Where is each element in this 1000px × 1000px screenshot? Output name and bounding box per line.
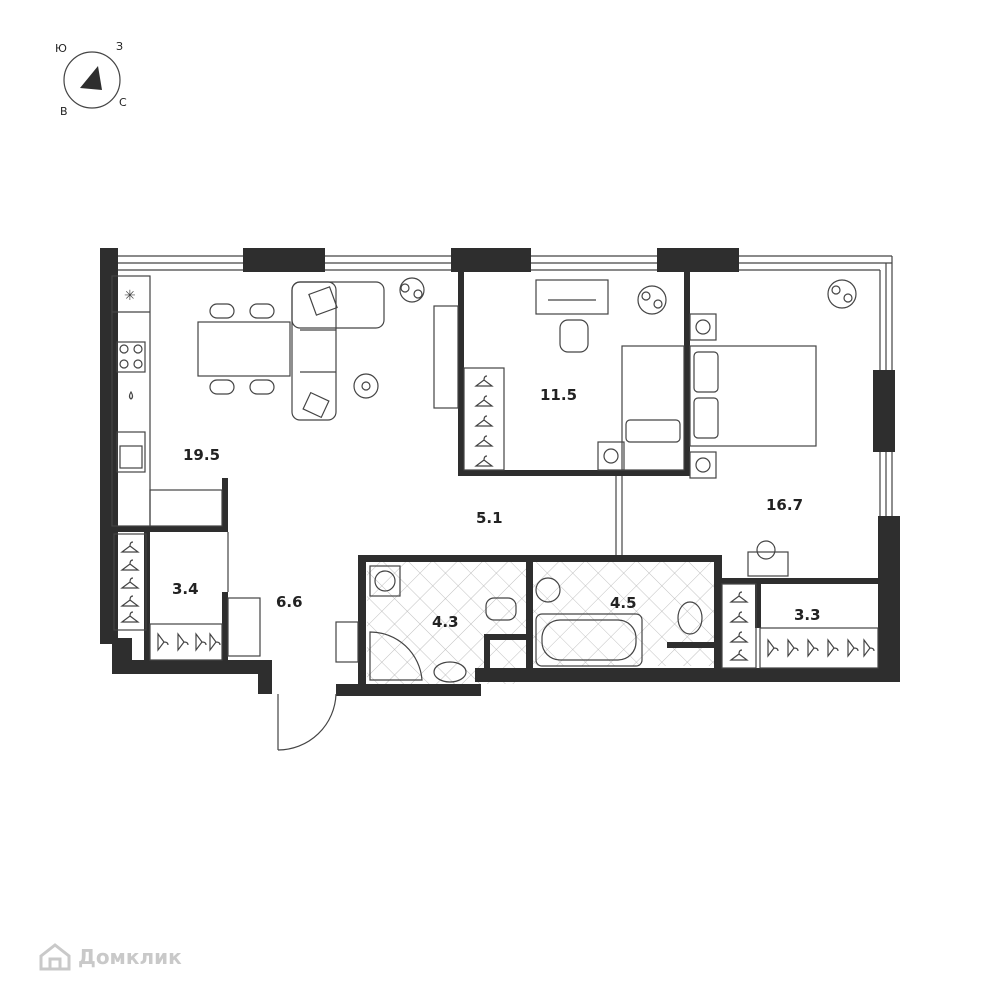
room-area-bathroom-left: 4.3 xyxy=(432,613,459,631)
compass-south: Ю xyxy=(55,42,67,55)
hanger-icon xyxy=(157,632,169,652)
hanger-icon xyxy=(474,455,494,467)
compass-east: В xyxy=(60,105,68,118)
room-area-bedroom-small: 11.5 xyxy=(540,386,577,404)
room-area-bedroom-master: 16.7 xyxy=(766,496,803,514)
bathroom-left-floor xyxy=(367,562,527,684)
dining-table xyxy=(197,303,291,395)
watermark: Домклик xyxy=(38,942,182,972)
bedroom-master-furniture xyxy=(689,313,817,577)
hanger-icon xyxy=(195,632,207,652)
hanger-icon xyxy=(863,638,875,658)
hanger-icon xyxy=(729,649,749,661)
room-area-closet-left: 3.4 xyxy=(172,580,199,598)
watermark-text: Домклик xyxy=(78,945,182,969)
hanger-icon xyxy=(847,638,859,658)
hanger-icon xyxy=(120,577,140,589)
compass-arrow-icon xyxy=(80,66,102,90)
room-area-hall: 6.6 xyxy=(276,593,303,611)
compass: Ю З С В xyxy=(55,40,127,118)
partitions xyxy=(227,476,623,592)
water-drop-icon xyxy=(128,390,134,400)
tv-stand xyxy=(433,305,459,409)
hanger-icon xyxy=(729,631,749,643)
compass-north: С xyxy=(119,96,127,109)
hanger-icon xyxy=(474,415,494,427)
closet-left-shelves xyxy=(113,533,223,661)
hall-furniture xyxy=(227,597,359,663)
hanger-icon xyxy=(474,395,494,407)
bedroom-small-furniture xyxy=(463,279,685,471)
house-logo-icon xyxy=(39,943,71,971)
hanger-icon xyxy=(807,638,819,658)
kitchen-counter: ✳ xyxy=(111,275,223,527)
hanger-icon xyxy=(729,591,749,603)
hanger-icon xyxy=(120,611,140,623)
room-area-living-kitchen: 19.5 xyxy=(183,446,220,464)
hanger-icon xyxy=(177,632,189,652)
sofa xyxy=(291,281,385,421)
entrance-door xyxy=(277,693,337,751)
room-area-corridor: 5.1 xyxy=(476,509,503,527)
plant-icon xyxy=(399,277,857,315)
closet-right-shelves xyxy=(721,583,879,669)
bathroom-right-fixtures xyxy=(535,577,703,667)
walls xyxy=(100,248,900,696)
hanger-icon xyxy=(787,638,799,658)
compass-west: З xyxy=(116,40,123,53)
room-area-bathroom-right: 4.5 xyxy=(610,594,637,612)
bathroom-left-fixtures xyxy=(369,565,517,683)
hanger-icon xyxy=(729,611,749,623)
hanger-icon xyxy=(474,435,494,447)
hanger-icon xyxy=(120,559,140,571)
hanger-icon xyxy=(474,375,494,387)
hanger-icon xyxy=(767,638,779,658)
fridge-icon: ✳ xyxy=(124,288,136,304)
hanger-icon xyxy=(209,632,221,652)
room-area-closet-right: 3.3 xyxy=(794,606,821,624)
hanger-icon xyxy=(120,541,140,553)
hanger-icon xyxy=(827,638,839,658)
hanger-icon xyxy=(120,595,140,607)
